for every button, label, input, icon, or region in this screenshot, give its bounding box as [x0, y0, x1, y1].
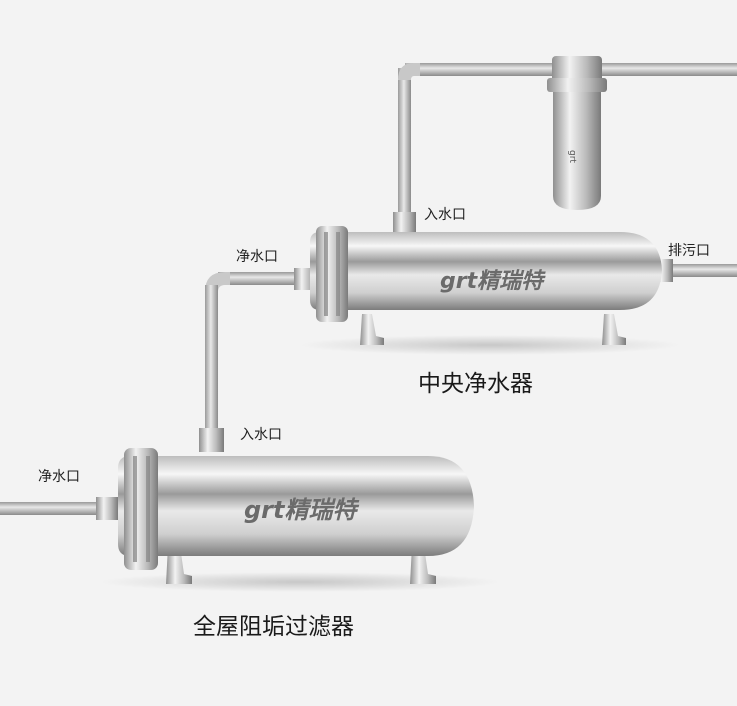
scale-filter: grt精瑞特 [100, 448, 500, 592]
central-purifier: grt精瑞特 [300, 226, 680, 355]
upper-outlet-label: 净水口 [236, 249, 278, 265]
connect-pipe-v [205, 285, 218, 433]
brand-logo-lower: grt精瑞特 [244, 496, 359, 524]
brand-logo-upper: grt精瑞特 [440, 269, 546, 294]
lower-outlet-label: 净水口 [38, 469, 80, 485]
lower-inlet-label: 入水口 [240, 427, 282, 443]
upper-inlet-label: 入水口 [424, 207, 466, 223]
lower-caption: 全屋阻垢过滤器 [193, 614, 354, 640]
connect-pipe-h [218, 272, 316, 285]
pre-filter: grt [547, 56, 607, 210]
upper-drain-label: 排污口 [668, 243, 710, 259]
lower-outlet-pipe [0, 502, 120, 515]
drain-pipe [660, 264, 737, 277]
upper-inlet-pipe [398, 68, 411, 218]
svg-text:grt: grt [567, 150, 577, 163]
upper-caption: 中央净水器 [418, 371, 533, 397]
